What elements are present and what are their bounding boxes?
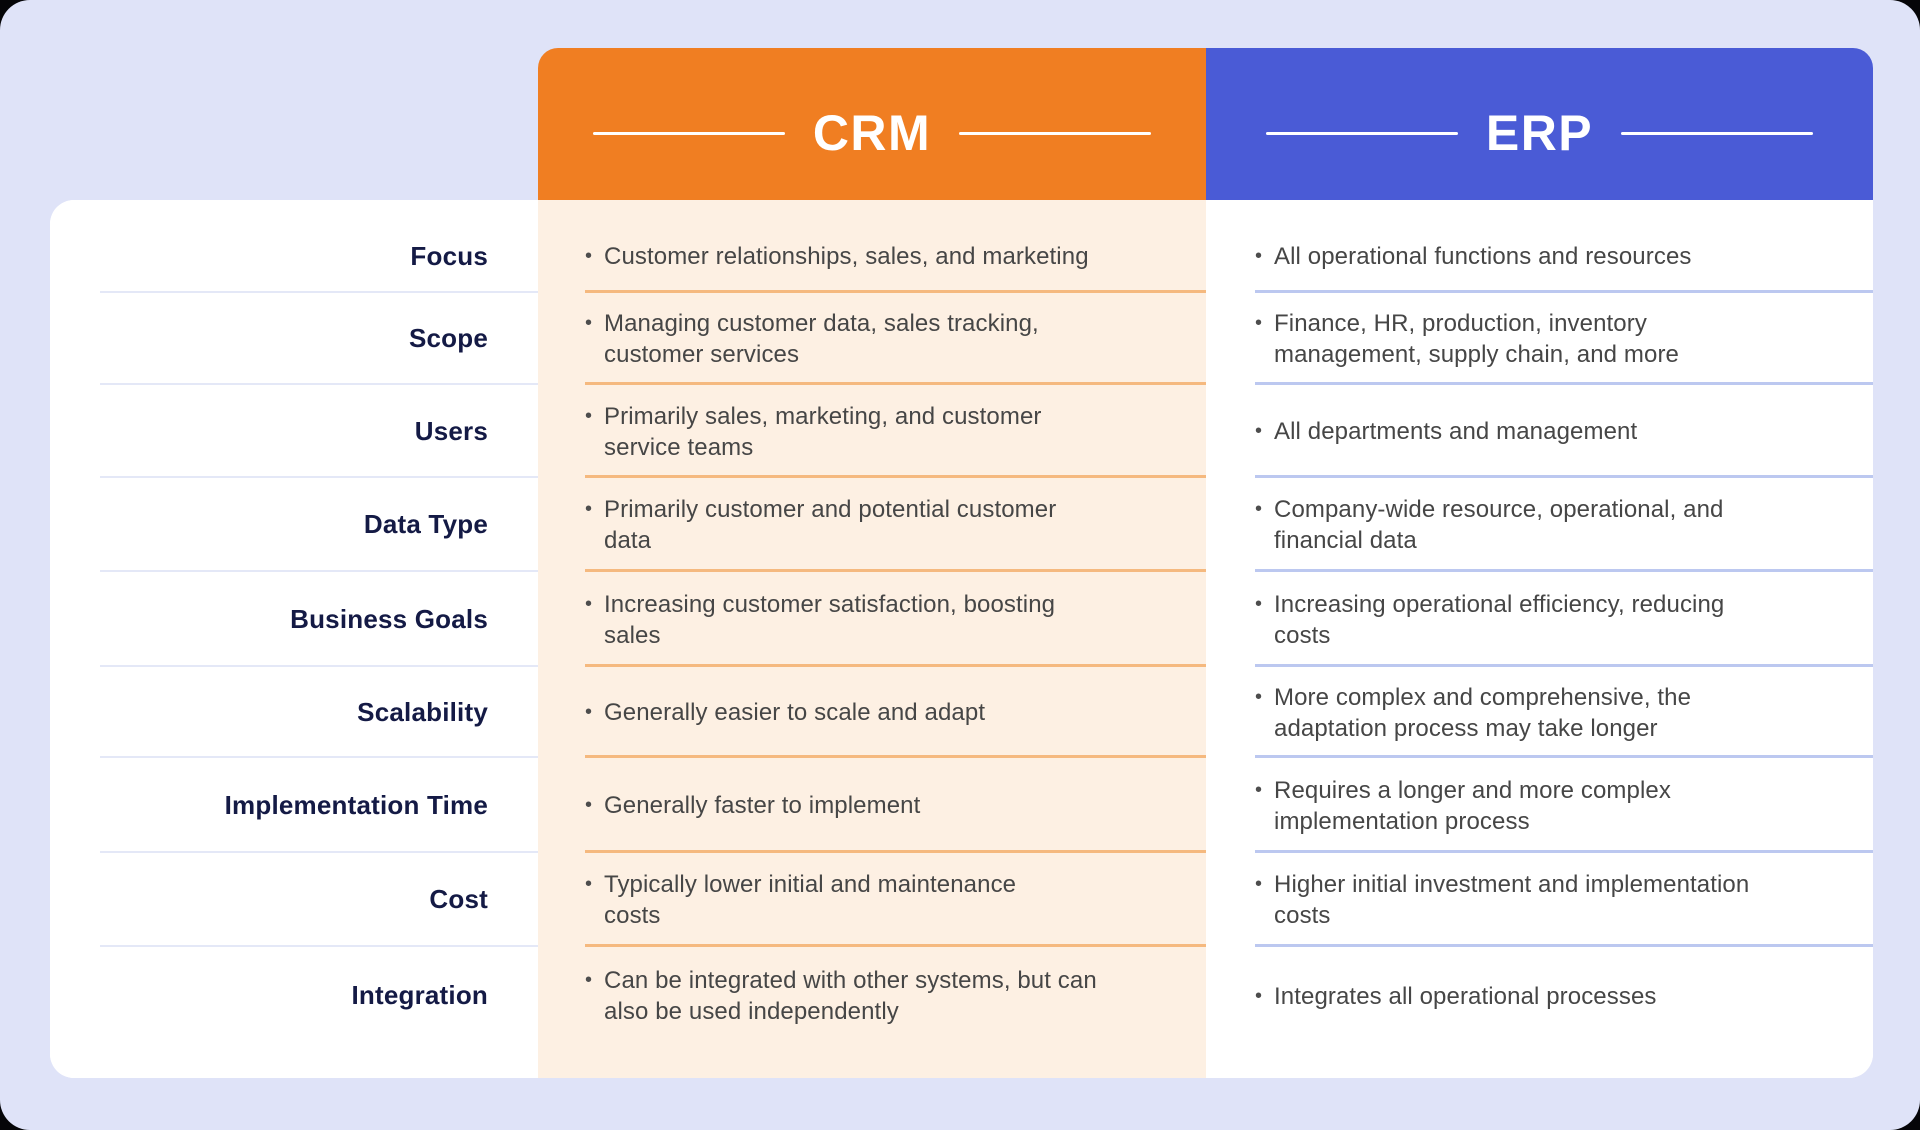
table-row: • All departments and management bbox=[1206, 385, 1873, 478]
crm-cell-cost: Typically lower initial and maintenance … bbox=[604, 871, 1017, 929]
crm-cell-scalability: Generally easier to scale and adapt bbox=[604, 699, 986, 726]
row-label-cost: Cost bbox=[429, 884, 488, 915]
crm-cell-users: Primarily sales, marketing, and customer… bbox=[604, 402, 1042, 461]
crm-header: CRM bbox=[538, 48, 1206, 200]
row-label-integration: Integration bbox=[351, 980, 488, 1011]
table-row: • Requires a longer and more complex impl… bbox=[1206, 758, 1873, 853]
table-row: Implementation Time bbox=[50, 758, 538, 853]
table-row: • Typically lower initial and maintenance… bbox=[538, 853, 1206, 947]
table-row: • Generally easier to scale and adapt bbox=[538, 667, 1206, 758]
erp-column: • All operational functions and resources… bbox=[1206, 200, 1873, 1078]
row-label-scalability: Scalability bbox=[357, 696, 488, 727]
bullet-icon: • bbox=[1255, 778, 1263, 801]
erp-cell-users: All departments and management bbox=[1274, 418, 1638, 445]
crm-cell-implementation-time: Generally faster to implement bbox=[604, 792, 921, 819]
erp-cell-scalability: More complex and comprehensive, the adap… bbox=[1274, 683, 1692, 742]
table-row: Scope bbox=[50, 293, 538, 385]
table-row: Data Type bbox=[50, 478, 538, 572]
erp-header-rule-right bbox=[1621, 131, 1814, 135]
row-label-focus: Focus bbox=[410, 240, 488, 271]
erp-cell-implementation-time: Requires a longer and more complex imple… bbox=[1274, 776, 1671, 835]
crm-cell-scope: Managing customer data, sales tracking, … bbox=[604, 310, 1039, 368]
row-label-users: Users bbox=[414, 415, 488, 446]
row-label-business-goals: Business Goals bbox=[290, 603, 488, 634]
erp-cell-business-goals: Increasing operational efficiency, reduc… bbox=[1274, 590, 1725, 649]
table-row: • Primarily customer and potential custom… bbox=[538, 478, 1206, 572]
bullet-icon: • bbox=[1255, 420, 1263, 442]
bullet-icon: • bbox=[585, 873, 593, 895]
table-row: Users bbox=[50, 385, 538, 478]
bullet-icon: • bbox=[1255, 873, 1263, 895]
crm-header-rule-left bbox=[592, 131, 785, 135]
table-row: • Increasing operational efficiency, redu… bbox=[1206, 572, 1873, 667]
crm-header-rule-right bbox=[959, 131, 1152, 135]
table-row: • Integrates all operational processes bbox=[1206, 947, 1873, 1045]
bullet-icon: • bbox=[1255, 984, 1263, 1007]
bullet-icon: • bbox=[1255, 685, 1263, 708]
table-row: • Company-wide resource, operational, and… bbox=[1206, 478, 1873, 572]
bullet-icon: • bbox=[1255, 245, 1263, 267]
bullet-icon: • bbox=[585, 498, 593, 520]
bullet-icon: • bbox=[1255, 592, 1263, 615]
crm-column: • Customer relationships, sales, and mark… bbox=[538, 200, 1206, 1078]
bullet-icon: • bbox=[585, 245, 593, 267]
erp-header: ERP bbox=[1206, 48, 1873, 200]
table-row: Integration bbox=[50, 947, 538, 1045]
erp-header-rule-left bbox=[1265, 131, 1458, 135]
row-label-scope: Scope bbox=[408, 323, 488, 354]
table-row: Business Goals bbox=[50, 572, 538, 667]
crm-cell-focus: Customer relationships, sales, and marke… bbox=[604, 243, 1089, 270]
table-row: • Primarily sales, marketing, and custome… bbox=[538, 385, 1206, 478]
table-row: • Finance, HR, production, inventory mana… bbox=[1206, 293, 1873, 385]
crm-cell-business-goals: Increasing customer satisfaction, boosti… bbox=[604, 590, 1056, 649]
erp-cell-integration: Integrates all operational processes bbox=[1274, 982, 1657, 1010]
table-row: Cost bbox=[50, 853, 538, 947]
crm-cell-data-type: Primarily customer and potential custome… bbox=[604, 496, 1057, 554]
table-row: • Higher initial investment and implement… bbox=[1206, 853, 1873, 947]
erp-header-title: ERP bbox=[1485, 105, 1594, 161]
table-row: • Customer relationships, sales, and mark… bbox=[538, 220, 1206, 293]
comparison-card: Focus Scope Users Data Type Business Goa… bbox=[50, 200, 1873, 1078]
row-label-column: Focus Scope Users Data Type Business Goa… bbox=[50, 200, 538, 1078]
table-row: • More complex and comprehensive, the ada… bbox=[1206, 667, 1873, 758]
table-row: • Increasing customer satisfaction, boost… bbox=[538, 572, 1206, 667]
erp-cell-data-type: Company-wide resource, operational, and … bbox=[1274, 496, 1724, 554]
bullet-icon: • bbox=[585, 969, 593, 991]
bullet-icon: • bbox=[1255, 498, 1263, 520]
bullet-icon: • bbox=[585, 404, 593, 427]
bullet-icon: • bbox=[585, 312, 593, 334]
row-label-implementation-time: Implementation Time bbox=[224, 789, 488, 820]
erp-cell-cost: Higher initial investment and implementa… bbox=[1274, 871, 1750, 929]
table-row: • All operational functions and resources bbox=[1206, 220, 1873, 293]
table-row: Scalability bbox=[50, 667, 538, 758]
table-row: • Managing customer data, sales tracking,… bbox=[538, 293, 1206, 385]
crm-cell-integration: Can be integrated with other systems, bu… bbox=[604, 967, 1097, 1025]
crm-header-title: CRM bbox=[812, 105, 932, 161]
row-label-data-type: Data Type bbox=[363, 509, 488, 540]
bullet-icon: • bbox=[585, 794, 593, 816]
table-row: Focus bbox=[50, 220, 538, 293]
erp-cell-focus: All operational functions and resources bbox=[1274, 243, 1692, 270]
erp-cell-scope: Finance, HR, production, inventory manag… bbox=[1274, 310, 1679, 368]
bullet-icon: • bbox=[585, 701, 593, 723]
table-row: • Can be integrated with other systems, b… bbox=[538, 947, 1206, 1045]
table-row: • Generally faster to implement bbox=[538, 758, 1206, 853]
bullet-icon: • bbox=[1255, 312, 1263, 334]
bullet-icon: • bbox=[585, 592, 593, 615]
